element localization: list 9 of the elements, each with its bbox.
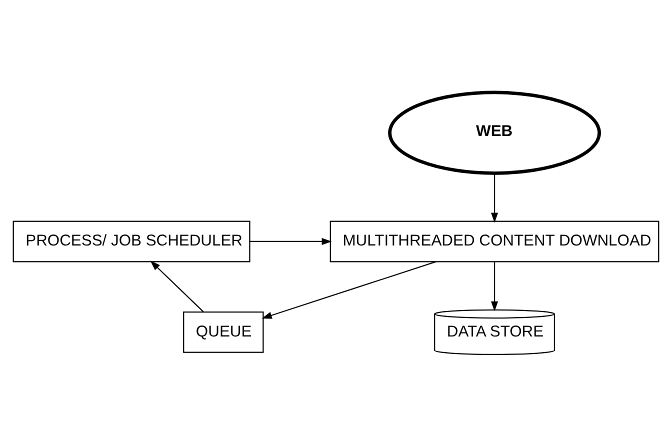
node-ellipse: WEB [388, 90, 601, 174]
arrow [491, 261, 498, 311]
arrow [250, 237, 332, 245]
arrow [150, 260, 204, 312]
node-box: PROCESS/ JOB SCHEDULER [12, 220, 250, 262]
arrow [491, 172, 498, 222]
node-box: MULTITHREADED CONTENT DOWNLOAD [330, 220, 660, 262]
arrow [262, 260, 436, 318]
node-box: QUEUE [183, 310, 264, 352]
